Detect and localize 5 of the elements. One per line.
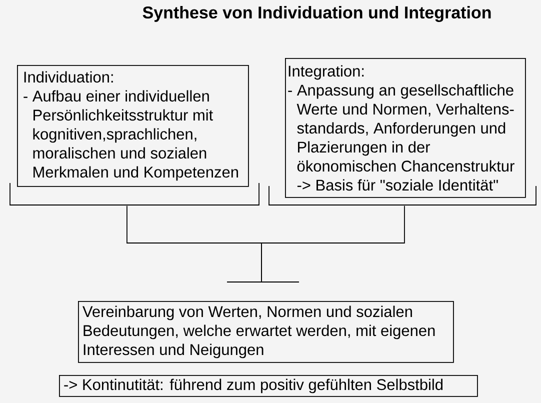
title: Synthese von Individuation und Integration	[142, 6, 491, 22]
text-box: Individuation: - Aufbau einer individuellen Persönlichkeitsstruktur mit kognitiven,sprachlichen, moralischen und sozialen Merkmalen und Kompetenzen	[17, 65, 249, 187]
text-box: Integration: - Anpassung an gesellschaftliche Werte und Normen, Verhaltens-standards, Anforderungen und Plazierungen in der ökonomischen Chancenstruktur -> Basis für "soziale Identität"	[285, 58, 526, 198]
text-box: Vereinbarung von Werten, Normen und sozialen Bedeutungen, welche erwartet werden, mit eigenen Interessen und Neigungen	[78, 301, 454, 363]
text-box: -> Kontinutität: führend zum positiv gefühlten Selbstbild	[59, 375, 478, 397]
